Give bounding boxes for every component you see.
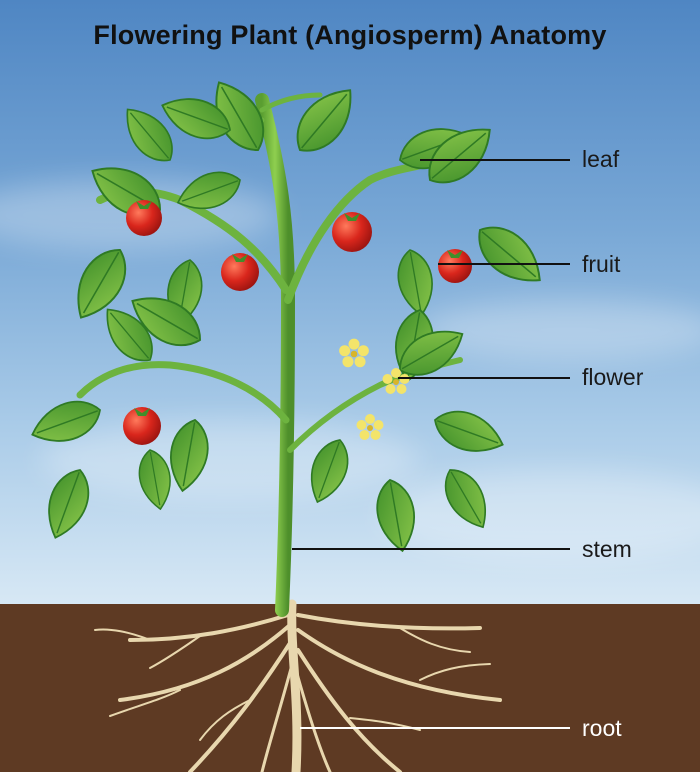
label-fruit: fruit (582, 251, 621, 277)
label-flower: flower (582, 364, 644, 390)
label-stem: stem (582, 536, 632, 562)
diagram-title: Flowering Plant (Angiosperm) Anatomy (93, 20, 607, 50)
root-system (94, 599, 502, 772)
leader-lines (292, 159, 570, 729)
label-root: root (582, 715, 622, 741)
soil-background (0, 604, 700, 772)
label-leaf: leaf (582, 146, 620, 172)
tomato-fruits (123, 200, 472, 445)
